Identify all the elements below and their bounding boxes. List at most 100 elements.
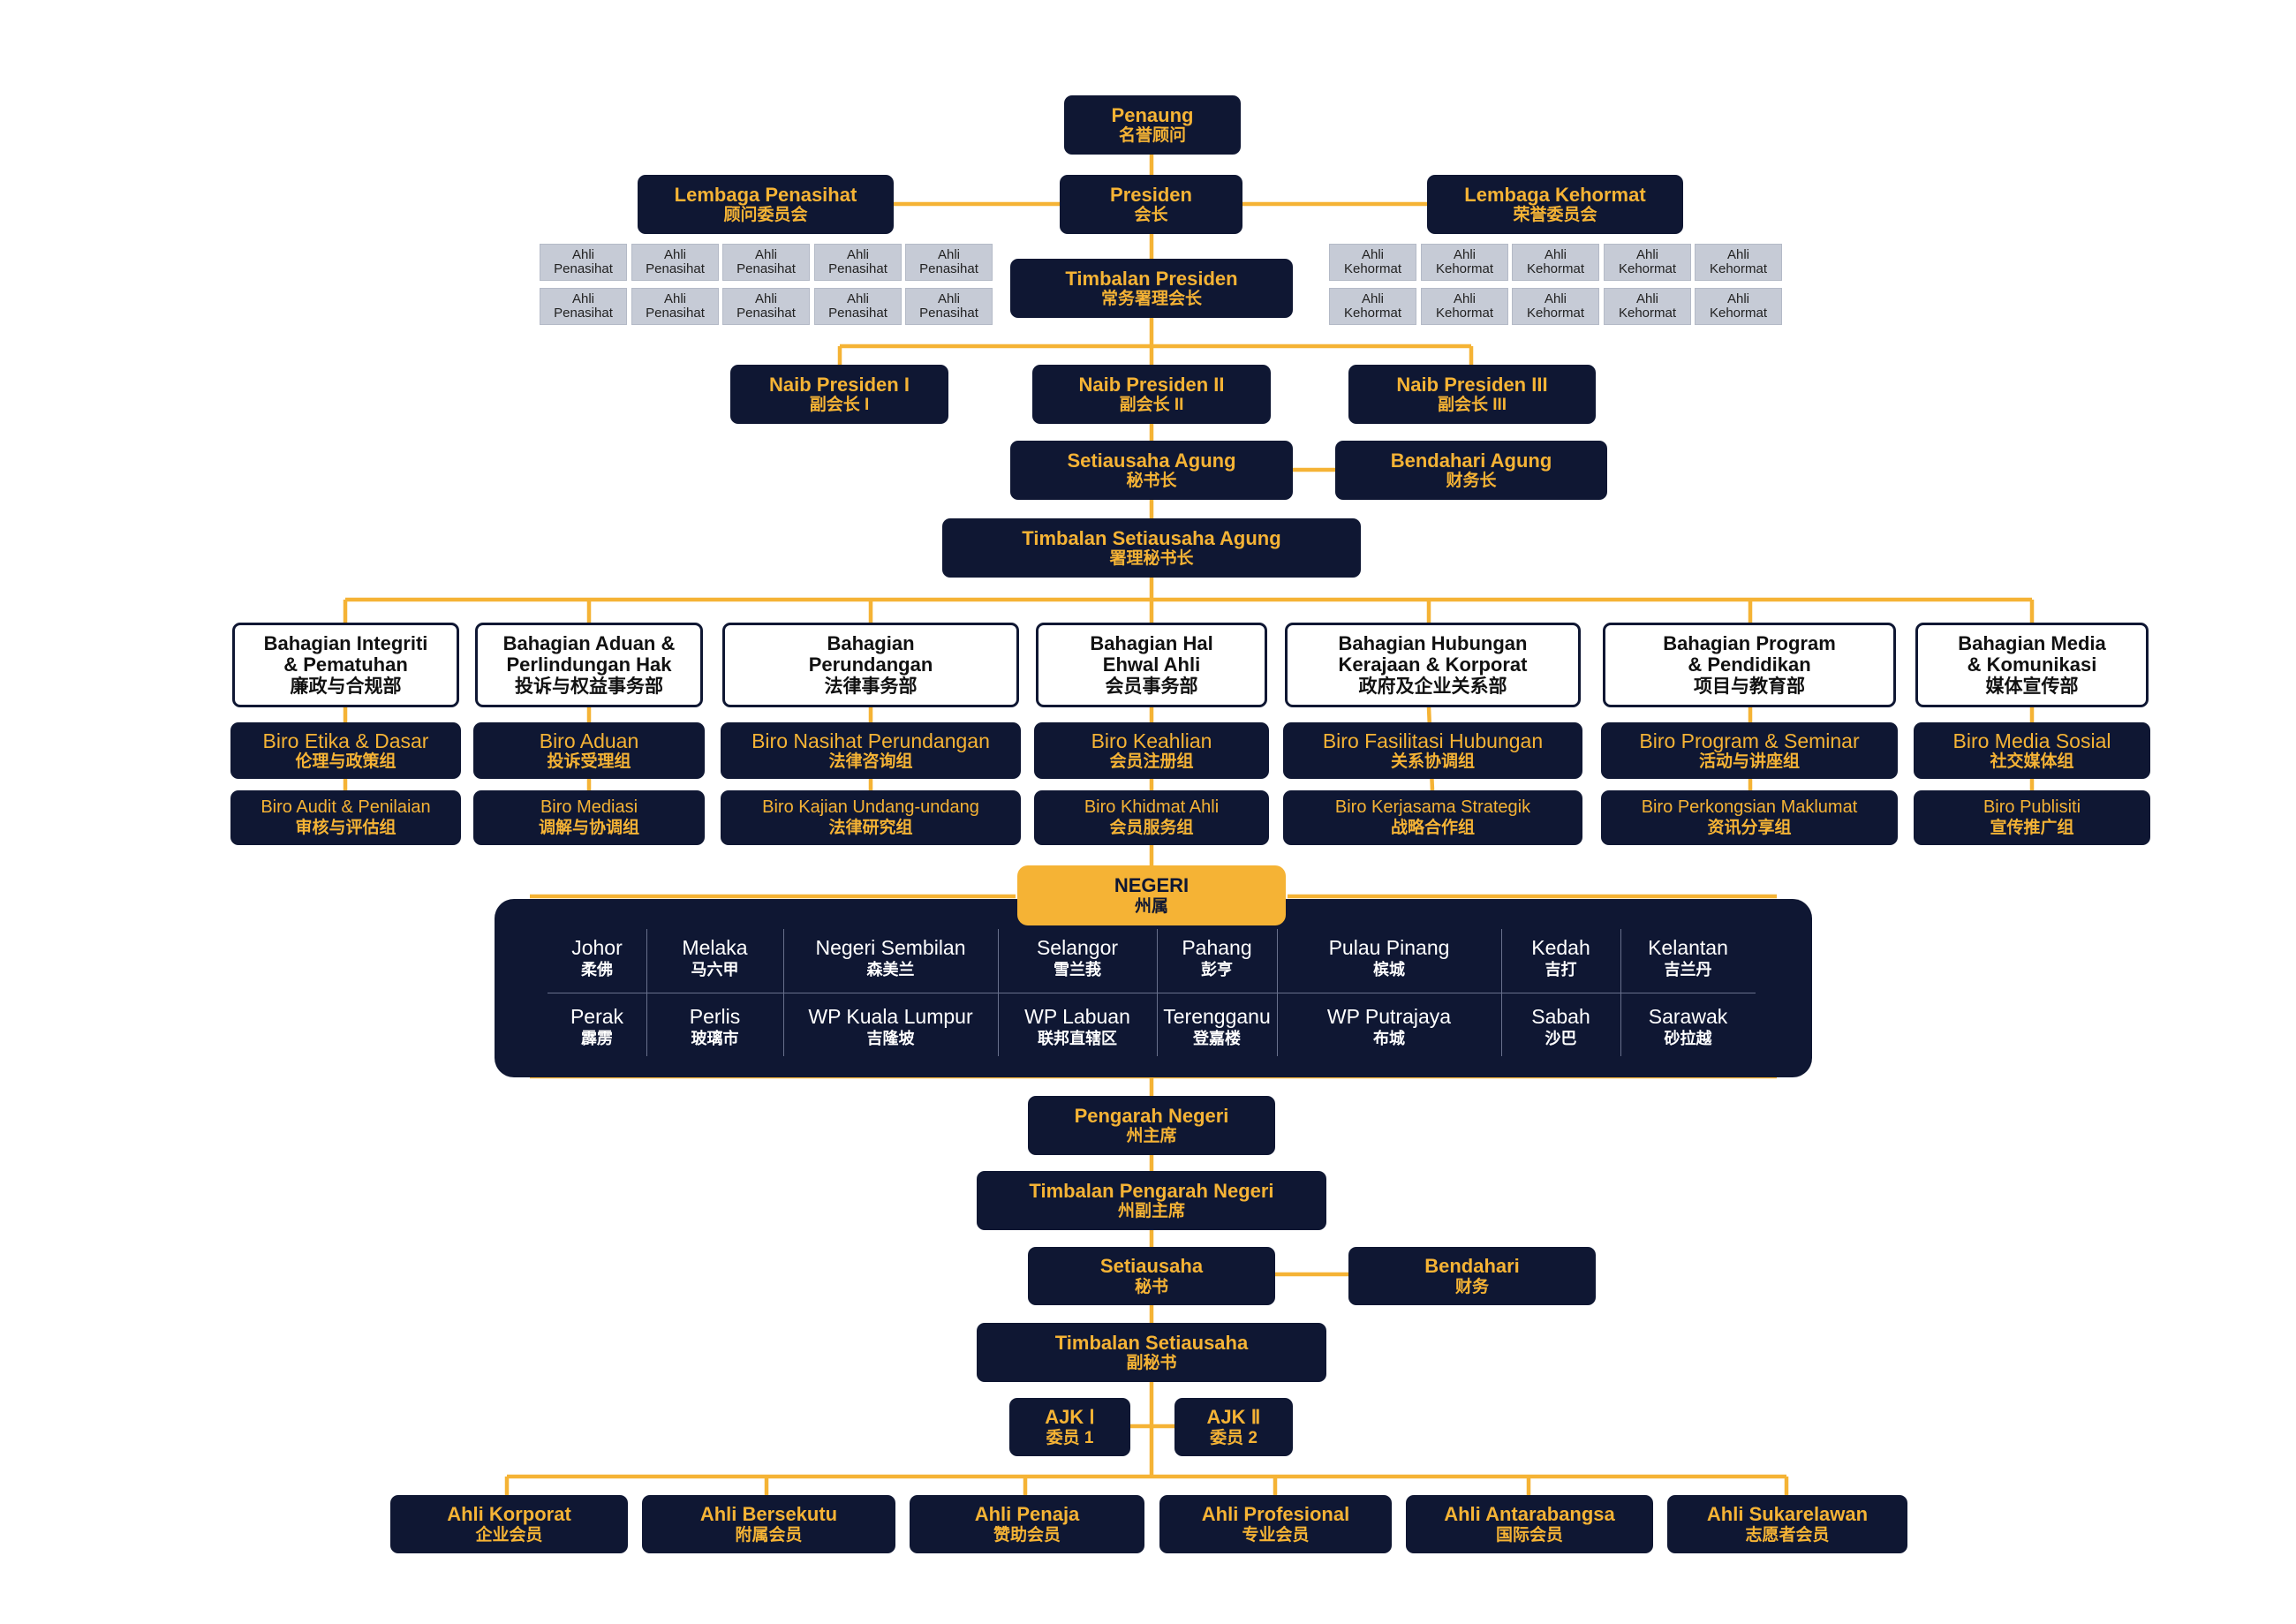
biro-name-zh: 关系协调组 xyxy=(1390,752,1475,772)
timbalan-presiden-label: Timbalan Presiden xyxy=(1065,267,1238,290)
state-name-zh: 雪兰莪 xyxy=(1054,961,1101,978)
department-name-zh: 媒体宣传部 xyxy=(1985,676,2079,697)
bendahari-box: Bendahari 财务 xyxy=(1348,1247,1596,1305)
state-name-zh: 槟城 xyxy=(1373,961,1405,978)
honorary-member-chip-line1: Ahli xyxy=(1726,247,1749,263)
penaung-label-zh: 名誉顾问 xyxy=(1118,126,1186,146)
state-name-zh: 沙巴 xyxy=(1545,1030,1577,1047)
ajk-2-box: AJK Ⅱ 委员 2 xyxy=(1174,1398,1293,1456)
advisor-member-chip-line1: Ahli xyxy=(937,247,960,263)
advisor-member-chip-line2: Penasihat xyxy=(919,261,978,276)
department-name-line1: Bahagian xyxy=(827,631,915,654)
biro-name-zh: 调解与协调组 xyxy=(538,818,639,837)
honorary-member-chip-line2: Kehormat xyxy=(1618,261,1677,276)
department-name-zh: 会员事务部 xyxy=(1105,676,1198,697)
honorary-member-chip-line1: Ahli xyxy=(1726,291,1749,307)
biro-name: Biro Kerjasama Strategik xyxy=(1334,797,1531,818)
setiausaha-box: Setiausaha 秘书 xyxy=(1028,1247,1275,1305)
honorary-member-chip-line2: Kehormat xyxy=(1709,306,1768,321)
lembaga-kehormat-label: Lembaga Kehormat xyxy=(1464,183,1646,206)
state-name-zh: 吉兰丹 xyxy=(1664,961,1712,978)
biro-name-zh: 审核与评估组 xyxy=(295,818,397,837)
naib-presiden-2-label: Naib Presiden II xyxy=(1078,373,1225,396)
department-name-line2: Perundangan xyxy=(808,653,933,676)
biro-name: Biro Perkongsian Maklumat xyxy=(1641,797,1858,818)
honorary-member-chip-line2: Kehormat xyxy=(1435,306,1494,321)
department-name-line1: Bahagian Hal xyxy=(1090,631,1213,654)
department-name-line2: & Komunikasi xyxy=(1967,653,2097,676)
honorary-member-chip-line1: Ahli xyxy=(1361,291,1384,307)
biro-name-zh: 战略合作组 xyxy=(1390,818,1475,837)
presiden-label: Presiden xyxy=(1110,183,1192,206)
state-name: Melaka xyxy=(682,936,748,960)
member-type-label: Ahli Penaja xyxy=(974,1503,1080,1526)
department-name-line2: Kerajaan & Korporat xyxy=(1338,653,1528,676)
ajk-1-box: AJK Ⅰ 委员 1 xyxy=(1009,1398,1130,1456)
department-name-line1: Bahagian Integriti xyxy=(263,631,428,654)
ajk-2-label-zh: 委员 2 xyxy=(1210,1428,1258,1447)
department-name-zh: 投诉与权益事务部 xyxy=(515,676,663,697)
advisor-member-chip-line2: Penasihat xyxy=(736,261,796,276)
advisor-member-chip-line1: Ahli xyxy=(937,291,960,307)
state-name: Pulau Pinang xyxy=(1328,936,1450,960)
state-name-zh: 马六甲 xyxy=(691,961,739,978)
biro-name: Biro Mediasi xyxy=(540,797,638,818)
state-name-zh: 吉隆坡 xyxy=(866,1030,915,1047)
member-type-label: Ahli Antarabangsa xyxy=(1444,1503,1615,1526)
department-name-zh: 法律事务部 xyxy=(824,676,918,697)
naib-presiden-3-box: Naib Presiden III 副会长 III xyxy=(1348,365,1596,424)
honorary-member-chip-line1: Ahli xyxy=(1453,247,1476,263)
member-type-label: Ahli Bersekutu xyxy=(699,1503,838,1526)
state-name: Perlis xyxy=(689,1005,741,1029)
ajk-1-label-zh: 委员 1 xyxy=(1046,1428,1094,1447)
honorary-member-chip-line1: Ahli xyxy=(1635,247,1658,263)
member-type-label-zh: 国际会员 xyxy=(1495,1525,1563,1545)
state-name-zh: 霹雳 xyxy=(581,1030,613,1047)
biro-name: Biro Media Sosial xyxy=(1952,729,2111,752)
state-name: WP Kuala Lumpur xyxy=(808,1005,973,1029)
ajk-1-label: AJK Ⅰ xyxy=(1045,1406,1095,1429)
bendahari-agung-box: Bendahari Agung 财务长 xyxy=(1335,441,1607,500)
department-name-line1: Bahagian Hubungan xyxy=(1338,631,1528,654)
setiausaha-label-zh: 秘书 xyxy=(1134,1277,1168,1296)
negeri-panel xyxy=(495,899,1812,1077)
bendahari-label-zh: 财务 xyxy=(1454,1277,1489,1296)
naib-presiden-3-label-zh: 副会长 III xyxy=(1437,396,1507,415)
department-name-zh: 政府及企业关系部 xyxy=(1358,676,1507,697)
department-name-line1: Bahagian Program xyxy=(1663,631,1836,654)
timbalan-setiausaha-agung-label: Timbalan Setiausaha Agung xyxy=(1022,526,1281,549)
timbalan-setiausaha-label-zh: 副秘书 xyxy=(1126,1354,1177,1373)
member-type-label: Ahli Profesional xyxy=(1201,1503,1350,1526)
advisor-member-chip-line1: Ahli xyxy=(754,291,777,307)
biro-name: Biro Keahlian xyxy=(1091,729,1212,752)
state-name: Kelantan xyxy=(1648,936,1728,960)
honorary-member-chip-line2: Kehormat xyxy=(1526,261,1585,276)
advisor-member-chip-line1: Ahli xyxy=(663,291,686,307)
state-name-zh: 吉打 xyxy=(1545,961,1577,978)
timbalan-presiden-label-zh: 常务署理会长 xyxy=(1100,290,1202,309)
member-type-label-zh: 赞助会员 xyxy=(993,1525,1061,1545)
